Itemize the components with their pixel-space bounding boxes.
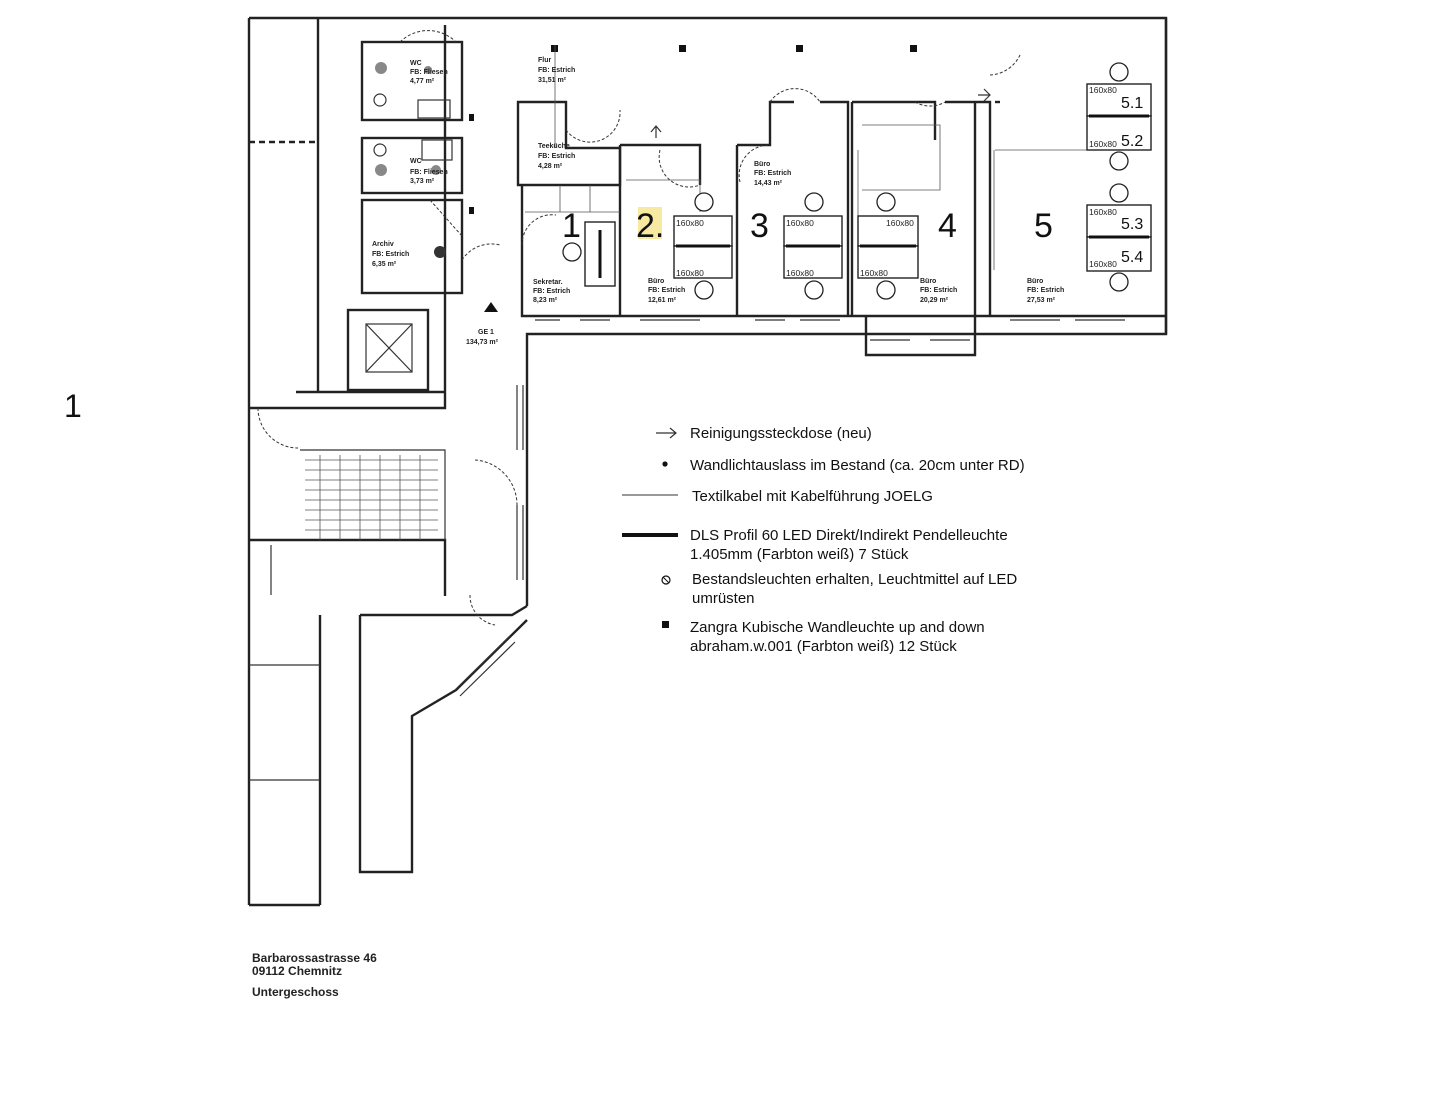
- sekretariat-floor: FB: Estrich: [533, 288, 570, 295]
- workplace-number-2: 2.: [636, 207, 664, 245]
- flur-area: 31,51 m²: [538, 77, 567, 84]
- buero4-label: Büro: [920, 278, 936, 285]
- buero3-label: Büro: [754, 161, 770, 168]
- buero5-floor: FB: Estrich: [1027, 287, 1064, 294]
- workplace-number-3: 3: [750, 207, 769, 245]
- flur-label: Flur: [538, 57, 551, 64]
- buero2-area: 12,61 m²: [648, 297, 677, 304]
- legend-item-textile-cable: Textilkabel mit Kabelführung JOELG: [692, 488, 933, 505]
- page-marker: 1: [64, 388, 82, 424]
- desk-4b-size: 160x80: [860, 268, 888, 278]
- wc1-area: 4,77 m²: [410, 78, 435, 85]
- wc2-area: 3,73 m²: [410, 178, 435, 185]
- desk-3a-size: 160x80: [786, 218, 814, 228]
- address-street: Barbarossastrasse 46: [252, 951, 377, 965]
- outer-walls: [247, 16, 1168, 907]
- buero4-area: 20,29 m²: [920, 297, 949, 304]
- wc1-floor: FB: Fliesen: [410, 69, 448, 76]
- workplace-number-5: 5: [1034, 207, 1053, 245]
- legend-dot-icon: [662, 461, 668, 467]
- desk-4a-size: 160x80: [886, 218, 914, 228]
- legend-item-existing-lights: Bestandsleuchten erhalten, Leuchtmittel …: [692, 571, 1018, 607]
- desk-5-2-size: 160x80: [1089, 139, 1117, 149]
- office-wing: [516, 45, 1166, 357]
- buero3-area: 14,43 m²: [754, 180, 783, 187]
- legend-item-wall-light: Zangra Kubische Wandleuchte up and down …: [690, 619, 985, 655]
- buero2-floor: FB: Estrich: [648, 287, 685, 294]
- desk-3b-size: 160x80: [786, 268, 814, 278]
- workplace-number-5-2: 5.2: [1121, 133, 1143, 150]
- workplace-2-highlight: [638, 207, 662, 239]
- workplace-number-4: 4: [938, 207, 957, 245]
- buero2-label: Büro: [648, 278, 664, 285]
- desk-2b-size: 160x80: [676, 268, 704, 278]
- legend-socket-arrow-icon: [656, 427, 677, 439]
- wc2-floor: FB: Fliesen: [410, 169, 448, 176]
- buero4-floor: FB: Estrich: [920, 287, 957, 294]
- wc2-label: WC: [410, 158, 422, 165]
- address-floor: Untergeschoss: [252, 985, 339, 999]
- legend-item-pendant-light: DLS Profil 60 LED Direkt/Indirekt Pendel…: [690, 527, 1008, 563]
- desk-2a-size: 160x80: [676, 218, 704, 228]
- desk-5-3-size: 160x80: [1089, 207, 1117, 217]
- buero5-label: Büro: [1027, 278, 1043, 285]
- archiv-label: Archiv: [372, 241, 394, 248]
- sekretariat-area: 8,23 m²: [533, 297, 558, 304]
- legend-item-socket: Reinigungssteckdose (neu): [690, 425, 872, 442]
- workplace-number-5-3: 5.3: [1121, 216, 1143, 233]
- desk-5-1-size: 160x80: [1089, 85, 1117, 95]
- legend-item-wall-outlet: Wandlichtauslass im Bestand (ca. 20cm un…: [690, 457, 1025, 474]
- legend-square-icon: [662, 621, 669, 628]
- teekueche-label: Teeküche: [538, 143, 570, 150]
- buero5-area: 27,53 m²: [1027, 297, 1056, 304]
- legend-symbols: [622, 427, 678, 628]
- archiv-area: 6,35 m²: [372, 261, 397, 268]
- workplace-number-5-4: 5.4: [1121, 249, 1143, 266]
- workplace-number-5-1: 5.1: [1121, 95, 1143, 112]
- address-city: 09112 Chemnitz: [252, 964, 343, 978]
- ge1-triangle-icon: [484, 302, 498, 312]
- flur-floor: FB: Estrich: [538, 67, 575, 74]
- wc-block: [360, 30, 501, 295]
- wc1-label: WC: [410, 60, 422, 67]
- ge1-area: 134,73 m²: [466, 339, 499, 346]
- archiv-floor: FB: Estrich: [372, 251, 409, 258]
- ge1-label: GE 1: [478, 329, 494, 336]
- sekretariat-label: Sekretar.: [533, 279, 563, 286]
- teekueche-floor: FB: Estrich: [538, 153, 575, 160]
- workstations: [562, 62, 1152, 300]
- buero3-floor: FB: Estrich: [754, 170, 791, 177]
- legend-circle-cross-icon: [661, 575, 671, 585]
- workplace-number-1: 1: [562, 207, 581, 245]
- desk-5-4-size: 160x80: [1089, 259, 1117, 269]
- teekueche-area: 4,28 m²: [538, 163, 563, 170]
